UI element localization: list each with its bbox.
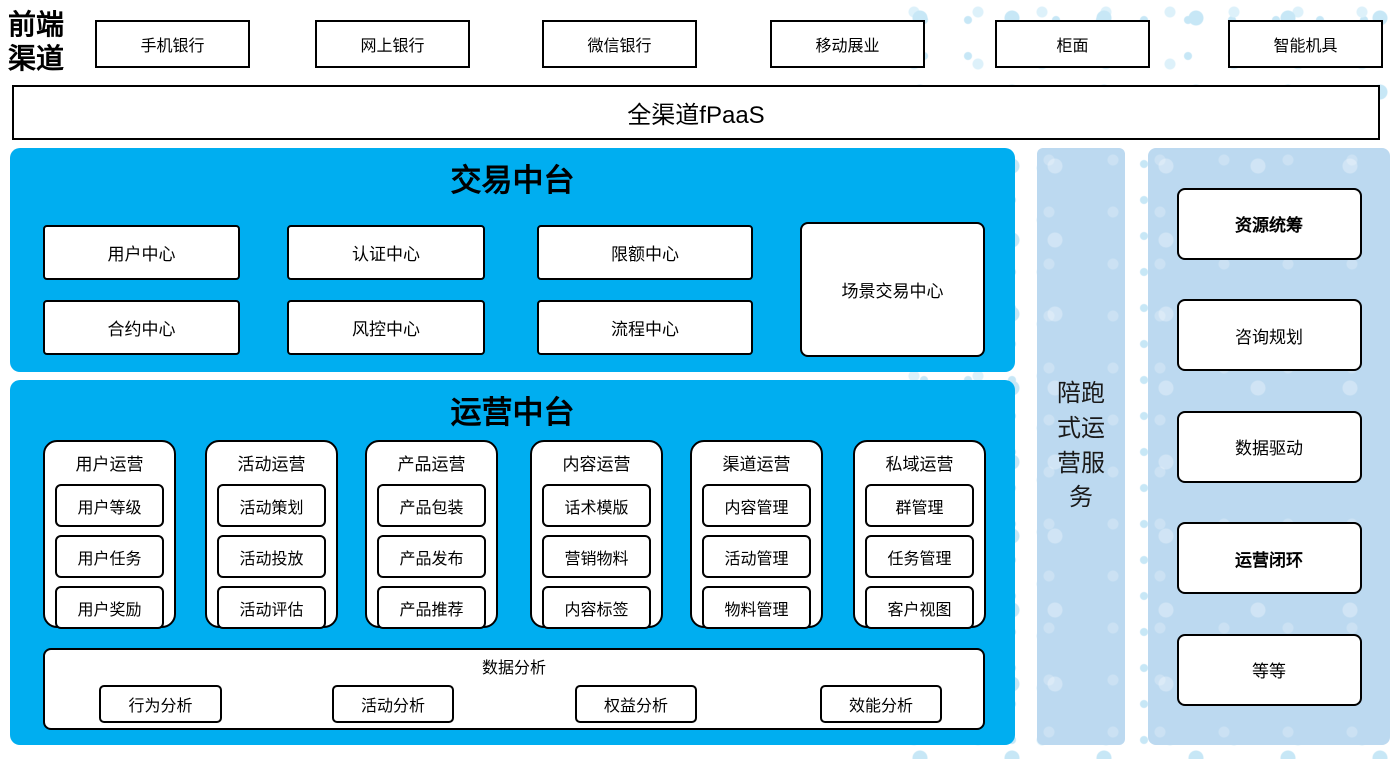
front-channels-label: 前端渠道: [8, 8, 65, 76]
box-efficiency-analysis: 效能分析: [820, 685, 942, 723]
group-activity-operations: 活动运营 活动策划 活动投放 活动评估: [205, 440, 338, 629]
box-user-center: 用户中心: [43, 225, 240, 280]
group-item: 话术模版: [542, 484, 651, 527]
group-item: 群管理: [865, 484, 974, 527]
box-auth-center: 认证中心: [287, 225, 485, 280]
channel-box-wechat-banking: 微信银行: [542, 20, 697, 68]
group-items: 用户等级 用户任务 用户奖励: [55, 484, 164, 629]
channel-box-online-banking: 网上银行: [315, 20, 470, 68]
operations-platform-title: 运营中台: [450, 395, 575, 431]
group-item: 营销物料: [542, 535, 651, 578]
group-private-domain-operations: 私域运营 群管理 任务管理 客户视图: [853, 440, 986, 629]
group-item: 内容管理: [702, 484, 811, 527]
group-user-operations: 用户运营 用户等级 用户任务 用户奖励: [43, 440, 176, 629]
box-consulting-planning: 咨询规划: [1176, 299, 1362, 371]
box-etc: 等等: [1176, 633, 1362, 706]
box-activity-analysis: 活动分析: [332, 685, 454, 723]
group-title: 内容运营: [562, 455, 631, 474]
group-product-operations: 产品运营 产品包装 产品发布 产品推荐: [365, 440, 498, 629]
fpaas-bar: 全渠道fPaaS: [12, 85, 1380, 140]
group-item: 活动策划: [217, 484, 326, 527]
group-item: 产品包装: [377, 484, 486, 527]
trade-platform-title: 交易中台: [450, 163, 575, 199]
box-behavior-analysis: 行为分析: [99, 685, 222, 723]
group-title: 渠道运营: [722, 455, 791, 474]
box-process-center: 流程中心: [537, 300, 753, 355]
box-operations-loop: 运营闭环: [1176, 522, 1362, 594]
accompanying-service-label: 陪跑式运营服务: [1057, 379, 1105, 512]
group-items: 话术模版 营销物料 内容标签: [542, 484, 651, 629]
fpaas-label: 全渠道fPaaS: [627, 102, 765, 129]
group-item: 活动管理: [702, 535, 811, 578]
data-analysis-title: 数据分析: [481, 660, 546, 677]
operations-platform-panel: 运营中台 用户运营 用户等级 用户任务 用户奖励 活动运营 活动策划 活动投放 …: [10, 380, 1015, 745]
channel-box-counter: 柜面: [995, 20, 1150, 68]
group-item: 内容标签: [542, 586, 651, 629]
box-data-driven: 数据驱动: [1176, 410, 1362, 483]
group-item: 活动投放: [217, 535, 326, 578]
data-analysis-bar: 数据分析 行为分析 活动分析 权益分析 效能分析: [43, 648, 985, 730]
right-service-panel: 资源统筹 咨询规划 数据驱动 运营闭环 等等: [1148, 148, 1390, 745]
box-scenario-trade-center: 场景交易中心: [800, 222, 985, 357]
channel-box-mobile-banking: 手机银行: [95, 20, 250, 68]
group-items: 群管理 任务管理 客户视图: [865, 484, 974, 629]
group-item: 产品推荐: [377, 586, 486, 629]
group-title: 产品运营: [397, 455, 466, 474]
box-limit-center: 限额中心: [537, 225, 753, 280]
group-channel-operations: 渠道运营 内容管理 活动管理 物料管理: [690, 440, 823, 629]
group-content-operations: 内容运营 话术模版 营销物料 内容标签: [530, 440, 663, 629]
box-contract-center: 合约中心: [43, 300, 240, 355]
group-item: 产品发布: [377, 535, 486, 578]
box-risk-center: 风控中心: [287, 300, 485, 355]
group-item: 物料管理: [702, 586, 811, 629]
group-title: 私域运营: [885, 455, 954, 474]
group-item: 活动评估: [217, 586, 326, 629]
channel-box-mobile-outreach: 移动展业: [770, 20, 925, 68]
group-title: 用户运营: [75, 455, 144, 474]
group-item: 任务管理: [865, 535, 974, 578]
group-items: 产品包装 产品发布 产品推荐: [377, 484, 486, 629]
group-item: 用户奖励: [55, 586, 164, 629]
group-item: 用户任务: [55, 535, 164, 578]
accompanying-service-bar: 陪跑式运营服务: [1037, 148, 1125, 745]
channel-box-smart-devices: 智能机具: [1228, 20, 1383, 68]
trade-platform-panel: 交易中台 用户中心 认证中心 限额中心 合约中心 风控中心 流程中心 场景交易中…: [10, 148, 1015, 372]
group-item: 用户等级: [55, 484, 164, 527]
box-resource-coordination: 资源统筹: [1176, 187, 1362, 260]
group-items: 活动策划 活动投放 活动评估: [217, 484, 326, 629]
box-rights-analysis: 权益分析: [575, 685, 697, 723]
group-title: 活动运营: [237, 455, 306, 474]
group-items: 内容管理 活动管理 物料管理: [702, 484, 811, 629]
group-item: 客户视图: [865, 586, 974, 629]
